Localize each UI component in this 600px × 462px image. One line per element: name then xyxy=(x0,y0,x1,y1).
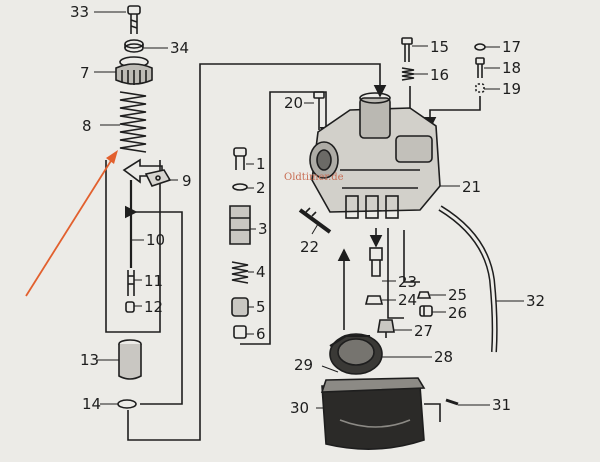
part-8-spring-icon xyxy=(119,91,147,153)
routing-line-main xyxy=(127,63,387,441)
needle-link-line xyxy=(124,205,183,405)
part-13-cylinder-icon xyxy=(118,339,142,380)
part-26-fitting-icon xyxy=(419,305,433,317)
routing-line-pilot xyxy=(423,96,481,130)
part-23-main-jet-icon xyxy=(369,228,383,277)
leader-lines xyxy=(94,11,524,409)
label-part-28: 28 xyxy=(434,348,453,366)
routing-line-jets xyxy=(240,91,333,345)
label-part-6: 6 xyxy=(256,325,266,343)
label-part-11: 11 xyxy=(144,272,163,290)
part-16-spring-icon xyxy=(401,67,415,81)
annotation-arrow-icon xyxy=(25,150,118,297)
guide-line-23 xyxy=(403,230,420,283)
part-11-tube-icon xyxy=(127,270,135,296)
part-30-float-bowl-icon xyxy=(320,377,426,450)
part-27-plug-icon xyxy=(377,319,395,338)
part-7-cap-icon xyxy=(115,56,153,85)
label-part-31: 31 xyxy=(492,396,511,414)
group-bracket xyxy=(105,160,161,333)
part-5-jet-icon xyxy=(231,297,249,317)
label-part-20: 20 xyxy=(284,94,303,112)
label-part-2: 2 xyxy=(256,179,266,197)
label-part-3: 3 xyxy=(258,220,268,238)
part-25-washer-icon xyxy=(416,291,432,299)
guide-line-26 xyxy=(387,228,404,319)
label-part-34: 34 xyxy=(170,39,189,57)
label-part-15: 15 xyxy=(430,38,449,56)
part-12-sleeve-icon xyxy=(125,301,135,313)
part-20-screw-icon xyxy=(313,91,325,130)
label-part-30: 30 xyxy=(290,399,309,417)
label-part-32: 32 xyxy=(526,292,545,310)
label-part-26: 26 xyxy=(448,304,467,322)
label-part-23: 23 xyxy=(398,273,417,291)
part-15-screw-icon xyxy=(401,37,413,62)
label-part-8: 8 xyxy=(82,117,92,135)
label-part-33: 33 xyxy=(70,3,89,21)
label-part-17: 17 xyxy=(502,38,521,56)
label-part-16: 16 xyxy=(430,66,449,84)
part-labels: 33 34 7 8 9 10 11 12 13 14 1 2 3 4 5 6 1… xyxy=(70,3,545,417)
label-part-22: 22 xyxy=(300,238,319,256)
part-34-nut-icon xyxy=(124,39,144,53)
label-part-1: 1 xyxy=(256,155,266,173)
label-part-9: 9 xyxy=(182,172,192,190)
part-1-jet-icon xyxy=(233,147,247,170)
label-part-7: 7 xyxy=(80,64,90,82)
part-2-washer-icon xyxy=(232,183,248,191)
label-part-19: 19 xyxy=(502,80,521,98)
label-part-13: 13 xyxy=(80,351,99,369)
part-9-clip-icon xyxy=(144,169,172,187)
label-part-24: 24 xyxy=(398,291,417,309)
part-22-tickler-icon xyxy=(298,207,332,234)
label-part-25: 25 xyxy=(448,286,467,304)
label-part-5: 5 xyxy=(256,298,266,316)
part-3-holder-icon xyxy=(229,205,251,245)
watermark: Oldtimer.de xyxy=(284,172,344,183)
part-17-ball-icon xyxy=(474,43,486,51)
label-part-18: 18 xyxy=(502,59,521,77)
label-part-10: 10 xyxy=(146,231,165,249)
part-33-screw-icon xyxy=(127,5,141,34)
label-part-14: 14 xyxy=(82,395,101,413)
label-part-4: 4 xyxy=(256,263,266,281)
part-18-screw-icon xyxy=(475,57,485,78)
part-4-spring-icon xyxy=(231,261,249,284)
part-31-screw-icon xyxy=(424,398,459,422)
part-6-cap-icon xyxy=(233,325,247,339)
label-part-27: 27 xyxy=(414,322,433,340)
part-24-nut-icon xyxy=(364,295,384,305)
part-19-ring-icon xyxy=(475,83,485,93)
part-21-carburetor-body-icon xyxy=(309,92,441,219)
label-part-21: 21 xyxy=(462,178,481,196)
label-part-29: 29 xyxy=(294,356,313,374)
part-28-float-icon xyxy=(329,333,383,375)
part-14-washer-icon xyxy=(117,399,137,409)
label-part-12: 12 xyxy=(144,298,163,316)
